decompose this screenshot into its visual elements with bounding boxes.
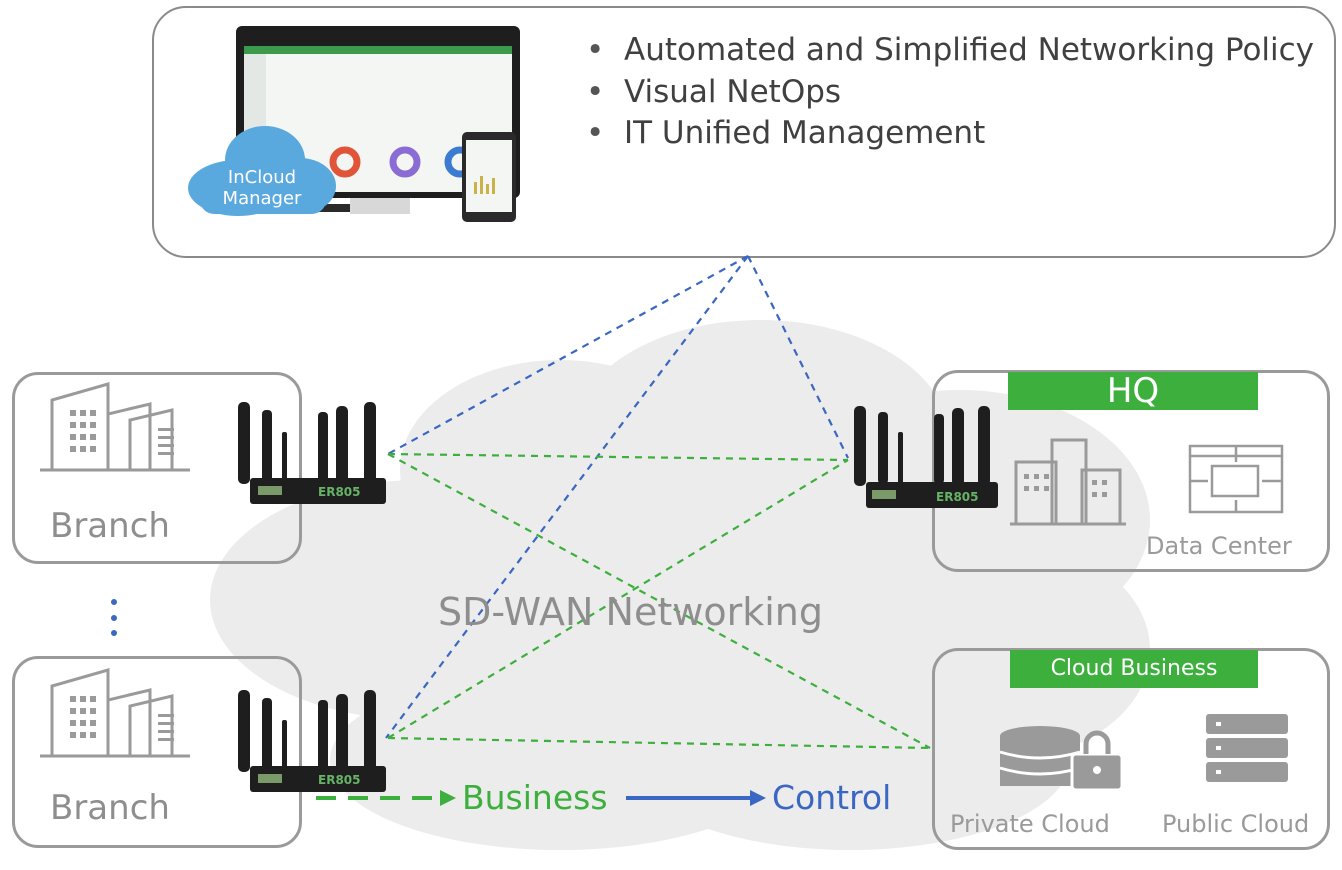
branch-site-1 (12, 372, 302, 564)
legend-business-label: Business (462, 778, 608, 817)
private-cloud-label: Private Cloud (950, 810, 1110, 838)
router-model-label: ER805 (318, 773, 361, 787)
incloud-manager-label: InCloud Manager (222, 167, 302, 209)
business-link (387, 459, 849, 739)
router-model-label: ER805 (318, 485, 361, 499)
control-link (387, 255, 749, 455)
router-model-label: ER805 (936, 490, 979, 504)
sdwan-networking-label: SD-WAN Networking (438, 590, 823, 634)
business-link (387, 452, 849, 462)
hq-site (932, 370, 1330, 572)
legend-control-arrow (626, 790, 766, 806)
control-links (385, 255, 849, 739)
server-stack-icon (1206, 714, 1288, 782)
cloud-icon (188, 126, 336, 216)
branch-label: Branch (50, 506, 170, 546)
feature-item: •IT Unified Management (586, 113, 1326, 155)
feature-item: •Visual NetOps (586, 72, 1326, 114)
branch-label: Branch (50, 788, 170, 828)
database-lock-icon (999, 726, 1124, 792)
feature-text: IT Unified Management (624, 115, 986, 152)
control-link (747, 255, 849, 459)
router-icon (238, 690, 386, 792)
business-link (387, 736, 931, 750)
feature-item: •Automated and Simplified Networking Pol… (586, 30, 1326, 72)
feature-list: •Automated and Simplified Networking Pol… (586, 30, 1326, 155)
public-cloud-label: Public Cloud (1162, 810, 1310, 838)
ellipsis-icon (111, 599, 117, 636)
control-link (385, 255, 749, 739)
cloud-business-title-bar: Cloud Business (1010, 650, 1258, 688)
building-icon (40, 382, 190, 472)
data-center-label: Data Center (1146, 532, 1292, 560)
router-icon (238, 402, 386, 504)
branch-site-2 (12, 656, 302, 848)
hq-title-bar: HQ (1008, 372, 1258, 410)
feature-text: Visual NetOps (624, 73, 842, 110)
office-building-icon (1010, 438, 1126, 526)
business-links (387, 452, 931, 750)
data-center-icon (1188, 444, 1284, 514)
feature-text: Automated and Simplified Networking Poli… (624, 32, 1315, 68)
building-icon (40, 668, 190, 758)
router-icon (854, 406, 998, 508)
cloud-business-site (932, 648, 1330, 850)
business-link (387, 453, 931, 749)
legend-control-label: Control (772, 778, 892, 817)
legend-business-arrow (316, 790, 456, 806)
